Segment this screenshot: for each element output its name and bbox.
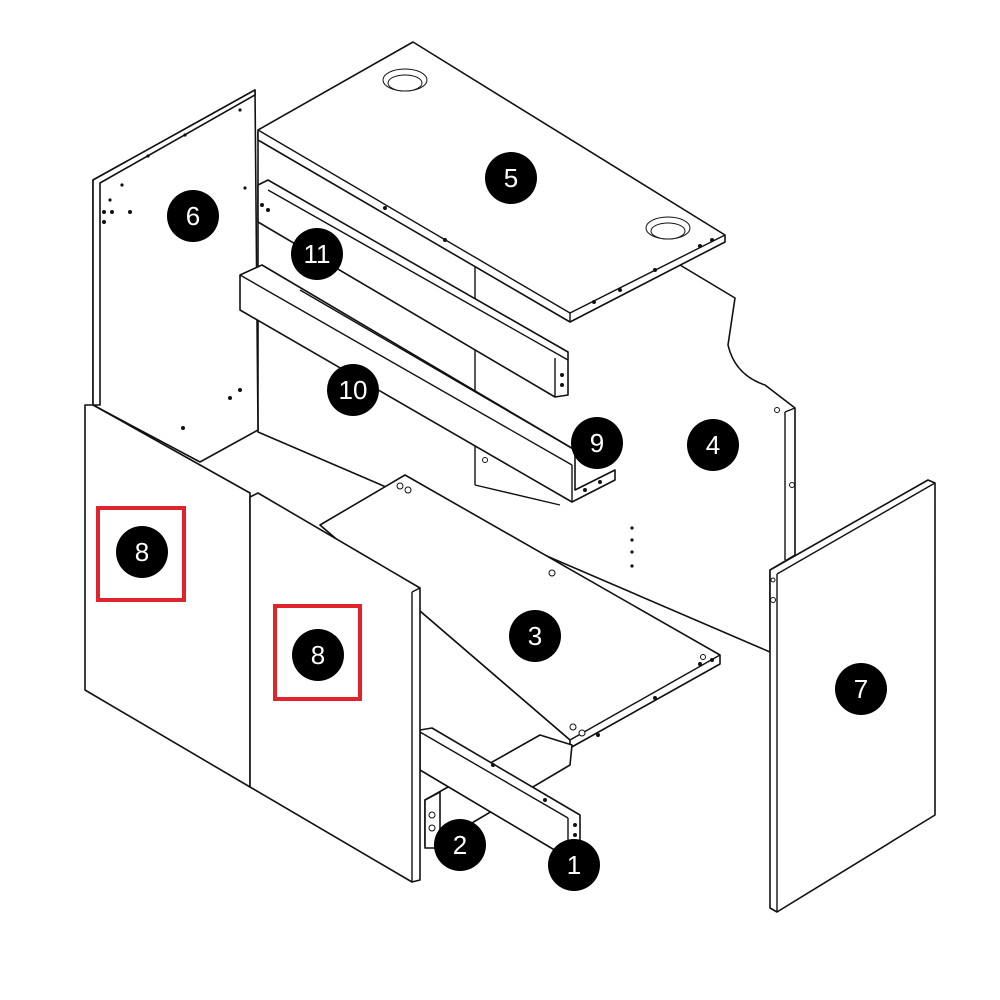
svg-text:3: 3 xyxy=(528,621,542,651)
part-label-1: 1 xyxy=(548,839,600,891)
part-label-4: 4 xyxy=(687,419,739,471)
part-label-6: 6 xyxy=(167,190,219,242)
rail-11 xyxy=(257,179,569,398)
highlight-box-8a xyxy=(96,506,186,602)
part-label-8a: 8 xyxy=(116,526,168,578)
svg-text:4: 4 xyxy=(706,430,720,460)
door-8-left xyxy=(84,404,251,788)
svg-text:9: 9 xyxy=(590,428,604,458)
part-label-2: 2 xyxy=(434,819,486,871)
svg-text:5: 5 xyxy=(504,163,518,193)
part-label-3: 3 xyxy=(509,610,561,662)
svg-text:1: 1 xyxy=(567,850,581,880)
svg-text:11: 11 xyxy=(304,239,331,269)
svg-text:2: 2 xyxy=(453,830,467,860)
svg-text:10: 10 xyxy=(339,375,368,405)
svg-text:8: 8 xyxy=(311,640,325,670)
part-label-10: 10 xyxy=(327,364,379,416)
part-label-5: 5 xyxy=(485,152,537,204)
door-8-right xyxy=(249,492,421,883)
highlight-box-8b xyxy=(273,604,362,701)
part-label-8b: 8 xyxy=(292,629,344,681)
part-label-9: 9 xyxy=(571,417,623,469)
panel-6-side xyxy=(92,89,259,463)
svg-text:6: 6 xyxy=(186,201,200,231)
svg-text:7: 7 xyxy=(854,674,868,704)
svg-text:8: 8 xyxy=(135,537,149,567)
part-label-7: 7 xyxy=(835,663,887,715)
part-label-11: 11 xyxy=(291,228,343,280)
panel-3-bottom xyxy=(319,474,721,749)
